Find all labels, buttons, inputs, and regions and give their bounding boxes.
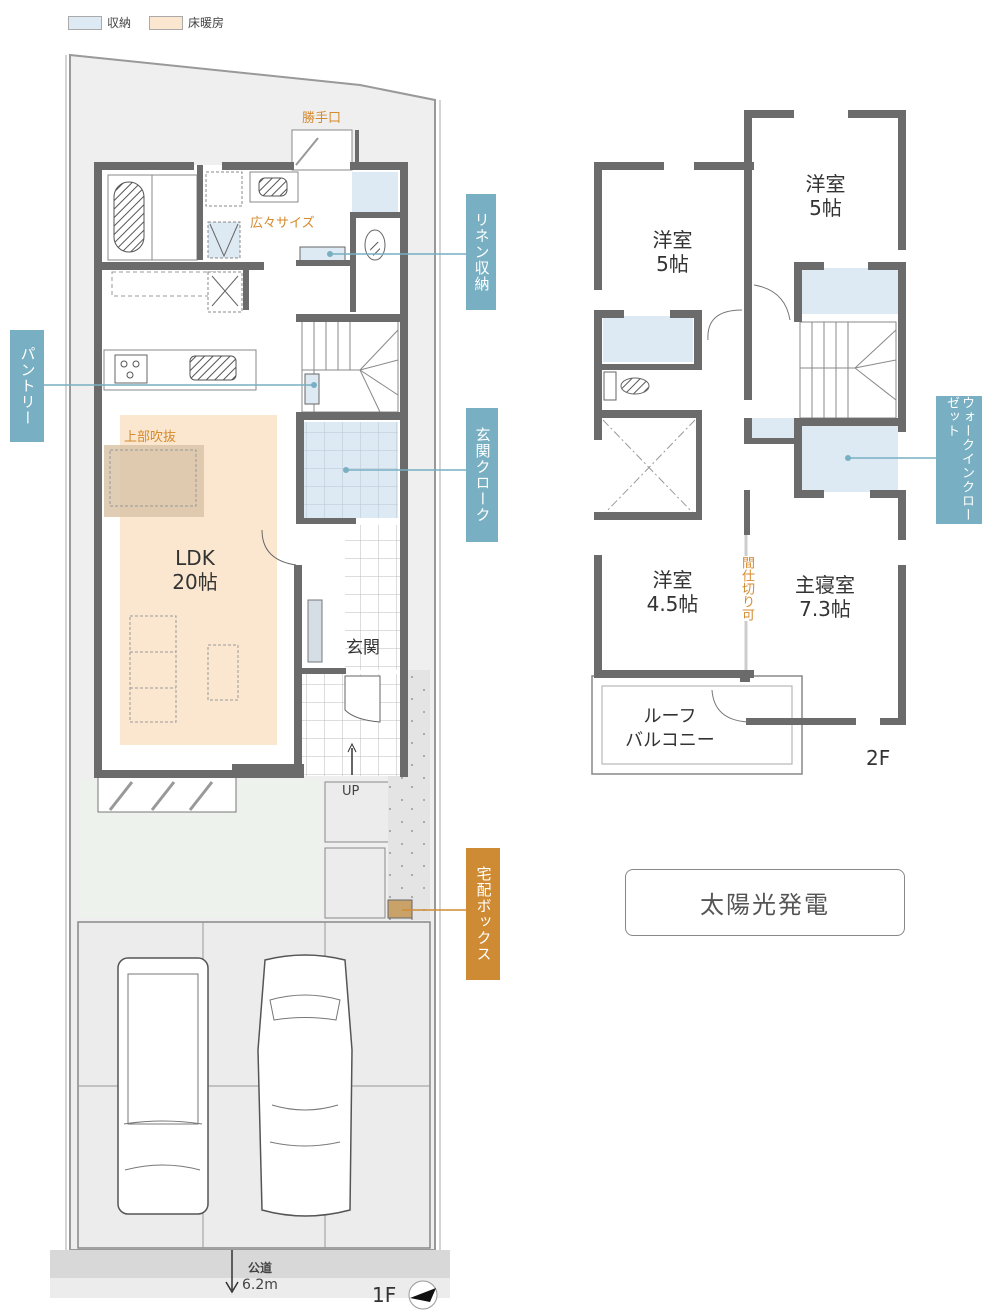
room-master-bedroom: 主寝室 7.3帖 [795, 573, 855, 621]
legend-item-storage: 収納 [68, 14, 131, 31]
open-ceiling-label: 上部吹抜 [124, 430, 177, 445]
room-western-c: 洋室 4.5帖 [646, 568, 699, 616]
legend-swatch-floor-heating [149, 15, 184, 30]
floor-label-1f: 1F [372, 1283, 397, 1307]
tag-walk-in-closet: ウォークインクローゼット [936, 396, 982, 524]
room-western-a: 洋室 5帖 [652, 228, 693, 276]
tag-pantry: パントリー [10, 330, 44, 442]
room-roof-balcony: ルーフ バルコニー [625, 706, 715, 751]
up-label: UP [342, 784, 360, 799]
callout-lines-1f [44, 253, 466, 471]
road-width: 6.2m [242, 1277, 278, 1293]
room-ldk: LDK 20帖 [172, 546, 218, 594]
house-1f [94, 129, 408, 778]
delivery-box-icon [387, 899, 413, 919]
tag-delivery-box: 宅配ボックス [466, 848, 500, 980]
legend-label-floor-heating: 床暖房 [188, 16, 225, 30]
floor-label-2f: 2F [866, 746, 891, 770]
partition-label: 間仕切り可 [739, 556, 754, 621]
house-2f [591, 110, 906, 775]
solar-power-box: 太陽光発電 [625, 869, 905, 936]
legend-swatch-storage [68, 15, 102, 30]
room-entrance: 玄関 [346, 638, 380, 658]
legend-item-floor-heating: 床暖房 [149, 14, 224, 31]
tag-linen-storage: リネン収納 [466, 194, 496, 310]
tag-entrance-cloak: 玄関クローク [466, 408, 498, 542]
spacious-label: 広々サイズ [250, 216, 315, 231]
room-western-b: 洋室 5帖 [805, 172, 846, 220]
legend: 収納 床暖房 [68, 14, 236, 31]
car-icon [117, 957, 209, 1215]
legend-label-storage: 収納 [107, 16, 132, 30]
car-icon [257, 954, 353, 1217]
compass-icon [408, 1280, 438, 1310]
road-label: 公道 [248, 1261, 273, 1275]
back-door-label: 勝手口 [302, 111, 342, 126]
